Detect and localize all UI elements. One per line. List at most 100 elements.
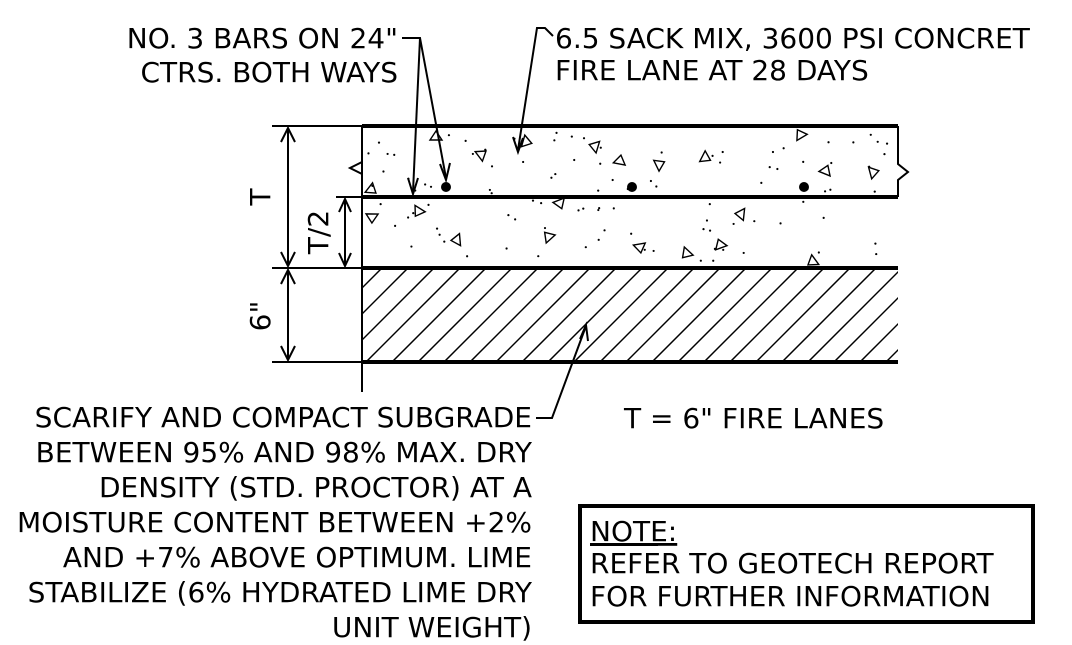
aggregate-dot	[649, 179, 653, 183]
aggregate-triangle	[867, 166, 881, 181]
rebar-dot	[627, 182, 637, 192]
aggregate-dot	[490, 192, 493, 195]
hatch-line	[391, 268, 487, 362]
aggregate-dot	[577, 209, 580, 212]
aggregate-dot	[722, 248, 725, 251]
bars-leader	[402, 37, 447, 179]
aggregate-dot	[410, 245, 413, 248]
aggregate-dot	[490, 165, 494, 168]
aggregate-dot	[540, 202, 543, 205]
aggregate-dot	[584, 246, 587, 249]
aggregate-dot	[753, 220, 756, 223]
aggregate-dot	[612, 207, 615, 210]
aggregate-dot	[507, 213, 510, 217]
aggregate-dot	[708, 203, 711, 206]
hatch-line	[495, 268, 591, 362]
aggregate-dot	[367, 152, 370, 155]
aggregate-dot	[582, 137, 586, 140]
aggregate-triangle	[631, 242, 647, 255]
aggregate-dot	[438, 233, 441, 236]
aggregate-dot	[443, 240, 446, 243]
concrete-leader	[517, 27, 554, 151]
aggregate-dot	[829, 188, 832, 191]
aggregate-dot	[655, 185, 658, 188]
hatch-line	[365, 268, 461, 362]
aggregate-dot	[522, 160, 525, 164]
aggregate-dot	[712, 259, 715, 262]
aggregate-dot	[488, 188, 491, 192]
aggregate-triangle	[681, 245, 695, 259]
aggregate-dot	[550, 176, 553, 179]
aggregate-dot	[597, 238, 600, 241]
aggregate-dot	[776, 167, 779, 171]
bars-label-line: NO. 3 BARS ON 24"	[127, 22, 398, 55]
aggregate-dot	[537, 255, 540, 258]
hatch-line	[547, 268, 643, 362]
aggregate-dot	[732, 222, 735, 226]
aggregate-dot	[779, 222, 782, 225]
aggregate-triangle	[806, 253, 821, 266]
aggregate-dot	[705, 219, 709, 222]
subgrade-hatch-pattern	[362, 268, 898, 362]
aggregate-dot	[573, 158, 576, 162]
hatch-line	[807, 270, 898, 362]
aggregate-dot	[768, 166, 771, 169]
rebar-dot	[799, 182, 809, 192]
aggregate-triangle	[473, 150, 488, 163]
aggregate-dot	[599, 146, 602, 149]
hatch-line	[362, 268, 383, 290]
aggregate-dot	[875, 252, 878, 256]
aggregate-dot	[876, 140, 879, 143]
aggregate-dot	[771, 150, 775, 154]
aggregate-triangle	[520, 133, 534, 148]
aggregate-triangle	[551, 196, 566, 210]
subgrade-leader	[536, 325, 587, 419]
aggregate-dot	[597, 189, 600, 192]
dim-arrow	[338, 196, 352, 213]
aggregate-dot	[852, 141, 855, 144]
aggregate-dot	[412, 212, 415, 215]
hatch-line	[781, 268, 877, 362]
aggregate-triangle	[364, 213, 380, 225]
aggregate-dot	[505, 247, 508, 250]
aggregate-dot	[484, 148, 487, 151]
dim-arrow	[280, 125, 296, 143]
subgrade-leader-arrow	[579, 321, 589, 342]
aggregate-dot	[427, 203, 430, 207]
aggregate-dot	[543, 226, 547, 230]
dim-arrow	[280, 267, 296, 285]
note-title: NOTE:	[590, 515, 677, 548]
subgrade-label-line: UNIT WEIGHT)	[332, 611, 532, 644]
aggregate-dot	[471, 152, 474, 156]
aggregate-triangle	[817, 164, 832, 178]
aggregate-dot	[760, 181, 763, 184]
aggregate-dot	[885, 142, 889, 145]
aggregate-dot	[466, 255, 469, 258]
aggregate-dot	[570, 135, 573, 138]
hatch-line	[651, 268, 747, 362]
dim-arrow	[280, 251, 296, 269]
hatch-line	[362, 268, 409, 316]
hatch-line	[573, 268, 669, 362]
left-break-symbol	[347, 150, 363, 190]
subgrade-label-line: BETWEEN 95% AND 98% MAX. DRY	[36, 436, 533, 469]
aggregate-dot	[531, 199, 535, 202]
note-box	[578, 504, 1035, 624]
hatch-line	[755, 268, 851, 362]
concrete-label-line: 6.5 SACK MIX, 3600 PSI CONCRET	[555, 22, 1031, 55]
subgrade-label-line: SCARIFY AND COMPACT SUBGRADE	[35, 401, 532, 434]
hatch-line	[443, 268, 539, 362]
aggregate-dot	[611, 178, 614, 182]
aggregate-dot	[742, 251, 745, 255]
aggregate-triangle	[714, 238, 729, 251]
aggregate-dot	[802, 160, 805, 163]
aggregate-dot	[874, 242, 877, 245]
aggregate-dot	[817, 251, 820, 254]
aggregate-dot	[699, 259, 702, 262]
hatch-line	[703, 268, 799, 362]
aggregate-dot	[379, 202, 382, 206]
aggregate-dot	[553, 139, 556, 142]
concrete-leader-arrow	[512, 136, 524, 156]
hatch-line	[521, 268, 617, 362]
